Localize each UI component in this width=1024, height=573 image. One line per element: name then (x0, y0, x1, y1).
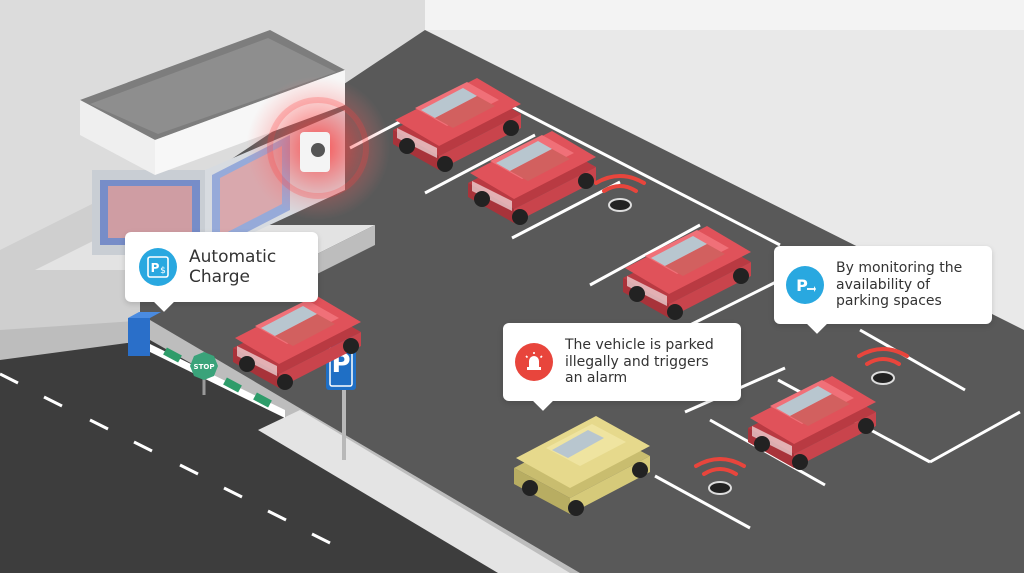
illegal-parking-line-2: illegally and triggers (565, 353, 709, 370)
automatic-charge-line-1: Automatic (189, 246, 277, 267)
monitoring-text: By monitoring the availability of parkin… (836, 260, 962, 310)
illegal-parking-line-1: The vehicle is parked (565, 337, 714, 354)
svg-text:P: P (796, 276, 808, 295)
callout-automatic-charge: P $ Automatic Charge (125, 232, 318, 302)
illegal-parking-line-3: an alarm (565, 370, 628, 387)
parking-payment-icon: P $ (139, 248, 177, 286)
parking-arrow-icon: P (786, 266, 824, 304)
monitoring-line-2: availability of (836, 276, 931, 293)
monitoring-line-3: parking spaces (836, 293, 942, 310)
stop-sign-label: STOP (194, 363, 215, 371)
road-lane-markings (0, 372, 331, 545)
svg-text:P: P (151, 261, 160, 275)
automatic-charge-line-2: Charge (189, 267, 251, 287)
callout-illegal-parking-alarm: The vehicle is parked illegally and trig… (503, 323, 741, 401)
illegal-yellow-car (514, 416, 650, 516)
svg-text:$: $ (160, 266, 166, 276)
curb-island (258, 410, 570, 573)
stop-sign: STOP (190, 352, 218, 395)
illegal-parking-text: The vehicle is parked illegally and trig… (565, 337, 714, 387)
callout-monitoring-availability: P By monitoring the availability of park… (774, 246, 992, 324)
automatic-charge-text: Automatic Charge (189, 247, 276, 287)
monitoring-line-1: By monitoring the (836, 260, 963, 277)
alarm-siren-icon (515, 343, 553, 381)
